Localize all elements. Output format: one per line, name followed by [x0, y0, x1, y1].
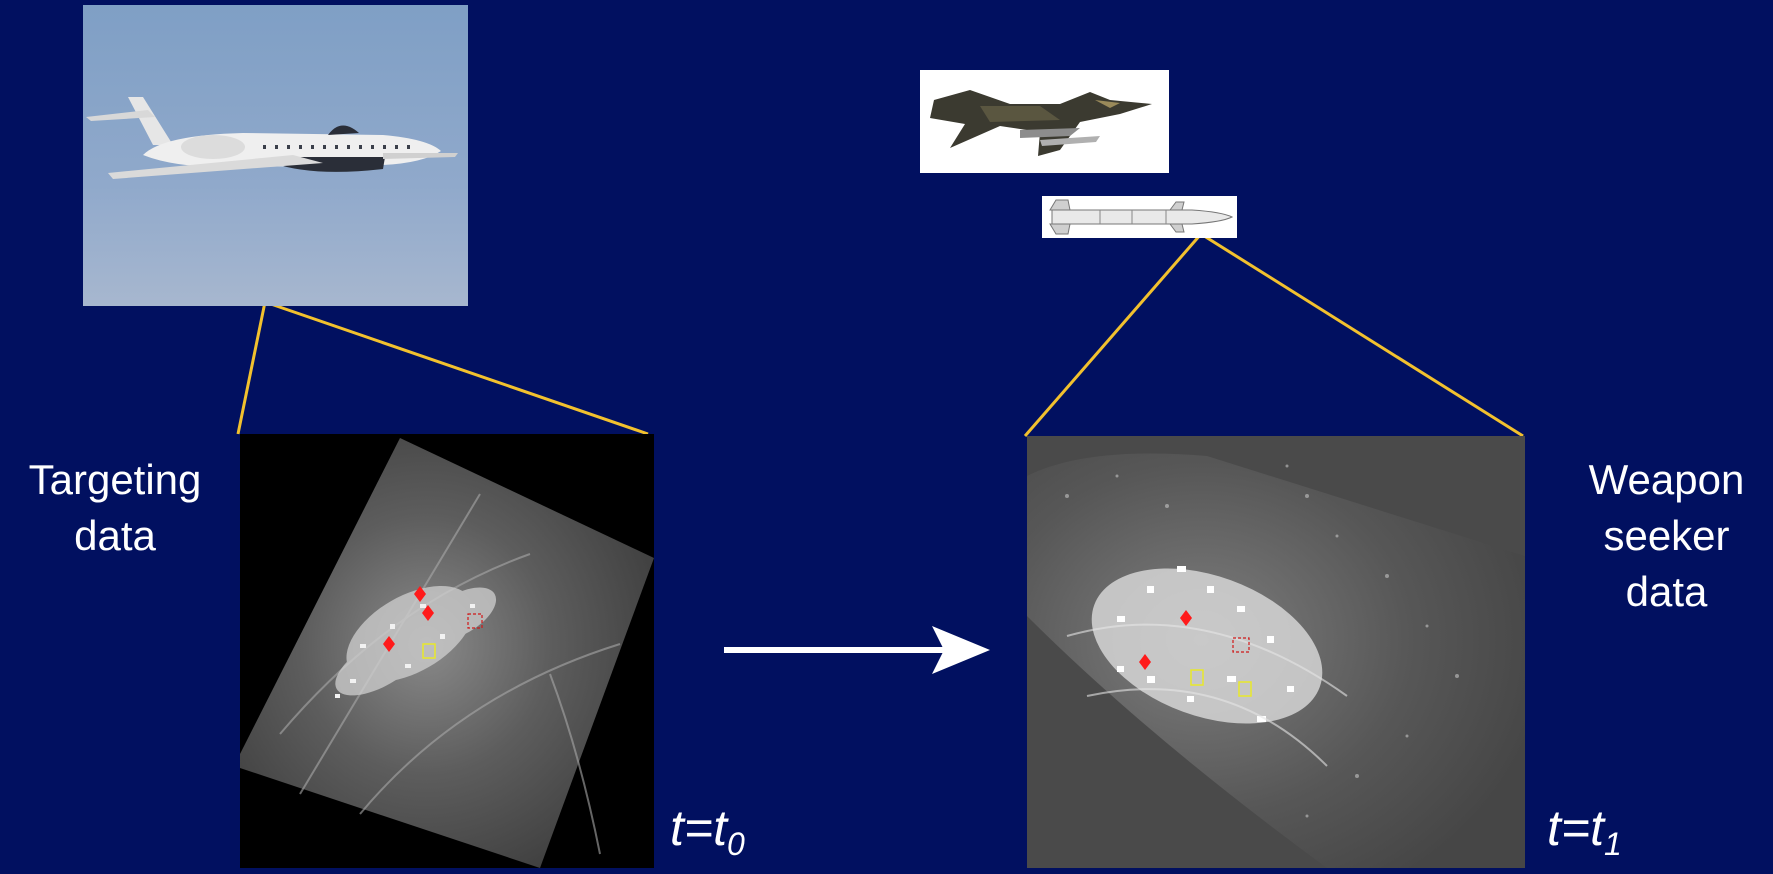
time-label-t0-base: t=t: [670, 800, 727, 856]
left-projection-line-b: [264, 300, 649, 436]
right-projection-line-b: [1200, 232, 1524, 438]
targeting-data-label: Targeting data: [8, 452, 222, 564]
sar-image-rotated-icon: [240, 438, 654, 868]
weapon-seeker-data-label: Weapon seeker data: [1560, 452, 1773, 620]
transition-arrow-icon: [724, 626, 990, 674]
business-jet-icon: [83, 5, 468, 306]
seeker-label-line3: data: [1625, 568, 1708, 615]
fighter-jet-photo: [920, 70, 1169, 173]
time-label-t1-sub: 1: [1603, 826, 1622, 862]
fighter-jet-icon: [930, 90, 1152, 156]
seeker-label-line1: Weapon: [1588, 456, 1745, 503]
time-label-t0-sub: 0: [726, 826, 745, 862]
time-label-t1: t=t1: [1547, 798, 1622, 874]
sar-image-seeker-icon: [1027, 436, 1525, 868]
seeker-label-line2: seeker: [1603, 512, 1730, 559]
left-projection-line-a: [236, 301, 267, 435]
yellow-box-right-b: [1238, 681, 1252, 697]
red-box-right: [1232, 637, 1250, 653]
seeker-sar-image: [1027, 436, 1525, 868]
targeting-sar-image: [240, 434, 654, 868]
targeting-label-line2: data: [74, 512, 156, 559]
yellow-box-left: [422, 643, 436, 659]
target-markers-left: [383, 586, 434, 652]
time-label-t0: t=t0: [670, 798, 745, 874]
time-label-t1-base: t=t: [1547, 800, 1604, 856]
missile-icon: [1049, 199, 1234, 235]
targeting-label-line1: Targeting: [28, 456, 202, 503]
target-markers-right: [1139, 610, 1192, 670]
yellow-box-right-a: [1190, 669, 1204, 686]
missile-drawing: [1042, 196, 1237, 238]
right-projection-line-a: [1023, 233, 1203, 437]
isr-aircraft-photo: [83, 5, 468, 306]
red-box-left: [467, 613, 483, 629]
